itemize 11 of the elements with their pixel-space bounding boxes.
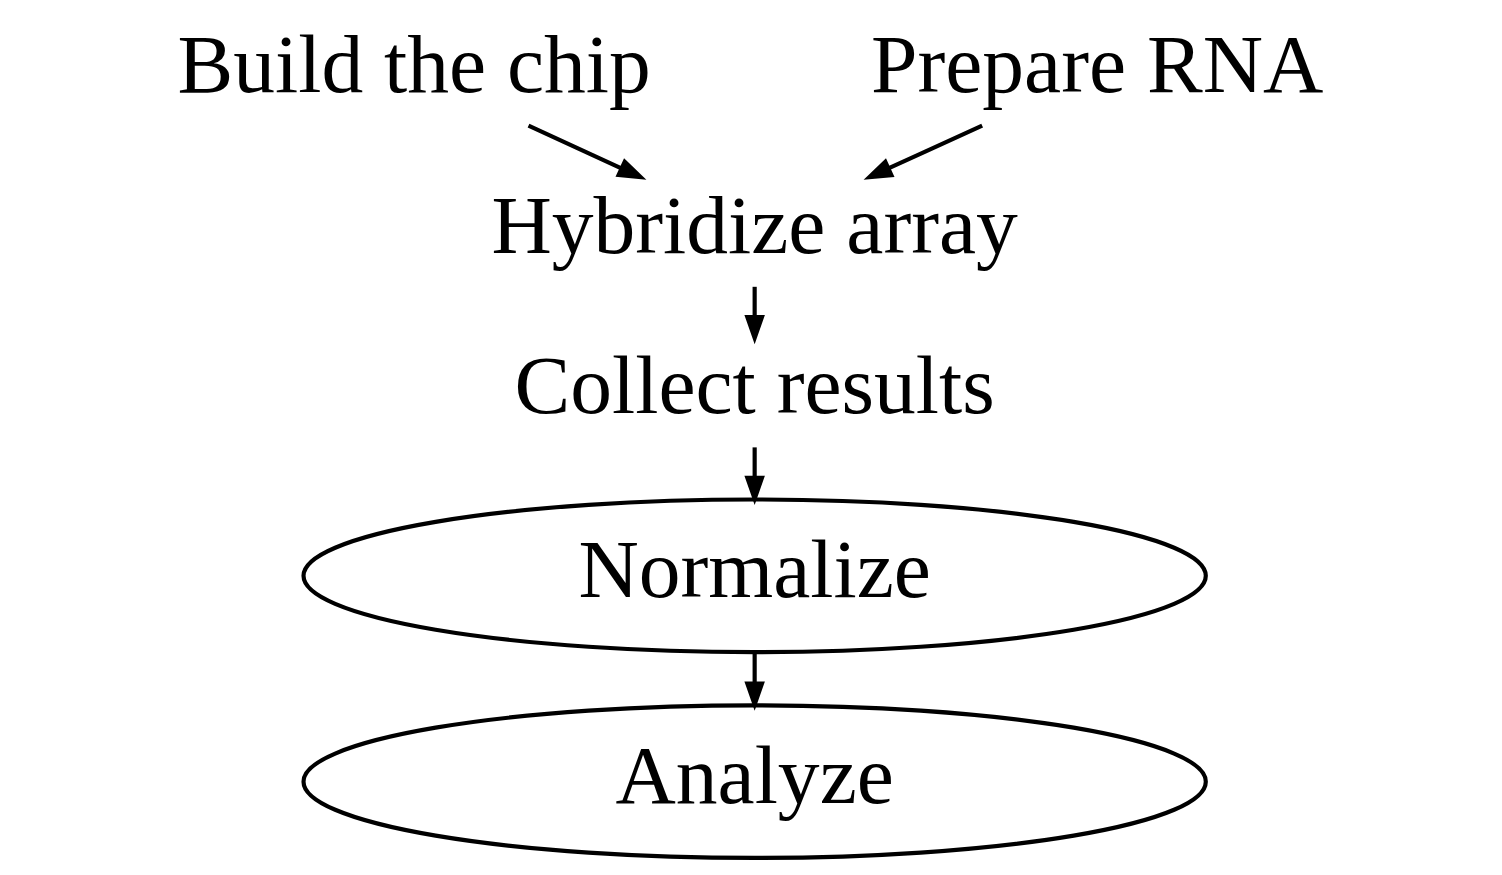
node-text: Collect results [514, 339, 995, 432]
node-text: Prepare RNA [871, 17, 1324, 110]
node-text: Build the chip [177, 17, 651, 110]
node-text: Hybridize array [491, 178, 1018, 271]
arrow [527, 123, 647, 180]
arrow [744, 447, 765, 506]
arrow [744, 653, 765, 711]
arrow [744, 286, 765, 345]
node-ellipse: Normalize [301, 497, 1208, 655]
arrow [863, 123, 984, 180]
node-ellipse: Analyze [301, 703, 1208, 861]
